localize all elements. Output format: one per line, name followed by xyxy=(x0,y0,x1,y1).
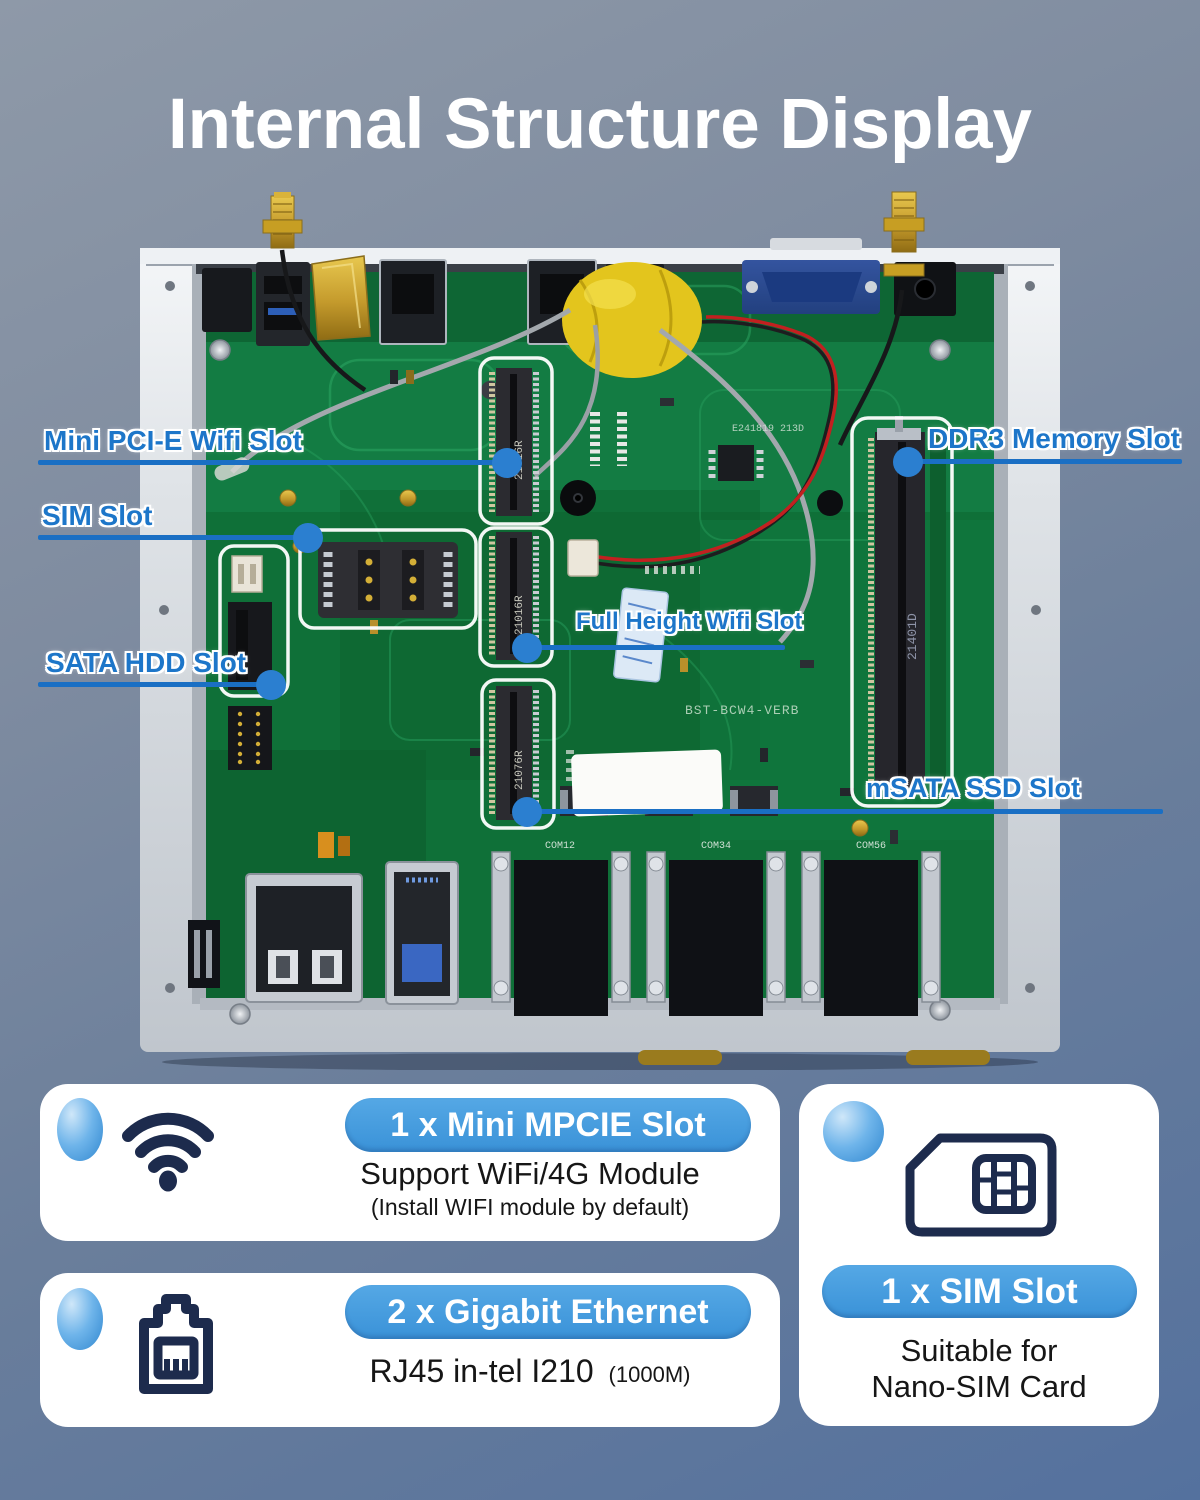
slot-highlight-boxes xyxy=(218,356,954,830)
ethernet-badge: 2 x Gigabit Ethernet xyxy=(345,1285,751,1339)
page-title: Internal Structure Display xyxy=(167,85,1033,164)
motherboard-photo: 21016R 21016R 21076R 21401D xyxy=(140,191,1060,1071)
sata-connector xyxy=(228,555,272,690)
sim-badge: 1 x SIM Slot xyxy=(822,1265,1137,1318)
front-ports: COM12 COM34 COM56 xyxy=(188,841,941,1016)
mpcie-note: (Install WIFI module by default) xyxy=(370,1194,690,1220)
callout-line-mini-pcie xyxy=(38,460,508,465)
callout-label-full-height-wifi: Full Height Wifi Slot xyxy=(576,608,803,635)
sim-icon xyxy=(905,1133,1057,1237)
mpcie-badge: 1 x Mini MPCIE Slot xyxy=(345,1098,751,1152)
callout-line-sata xyxy=(38,682,273,687)
ram-marking: 21401D xyxy=(905,613,920,660)
com34-label: COM34 xyxy=(701,841,731,852)
sim-description-line2: Nano-SIM Card xyxy=(871,1369,1087,1404)
blue-circle-decoration xyxy=(823,1101,884,1162)
case-shadow xyxy=(162,1053,1038,1071)
callout-dot-full-height-wifi xyxy=(512,633,542,663)
callout-label-msata: mSATA SSD Slot xyxy=(866,773,1081,803)
callout-label-sim: SIM Slot xyxy=(42,500,153,531)
callout-label-sata: SATA HDD Slot xyxy=(46,647,247,678)
feature-card-ethernet: 2 x Gigabit Ethernet RJ45 in-tel I210 (1… xyxy=(40,1273,780,1427)
antenna-cables xyxy=(214,249,905,644)
callout-label-ddr3: DDR3 Memory Slot xyxy=(927,423,1180,454)
callout-dot-sim xyxy=(293,523,323,553)
sim-socket xyxy=(318,542,458,618)
cmos-battery xyxy=(562,262,702,378)
mpcie-description: Support WiFi/4G Module xyxy=(360,1156,700,1191)
sim-description-line1: Suitable for xyxy=(900,1333,1058,1368)
callout-line-ddr3 xyxy=(908,459,1182,464)
feature-card-sim: 1 x SIM Slot Suitable for Nano-SIM Card xyxy=(799,1084,1159,1426)
blue-ellipse-decoration xyxy=(57,1098,103,1161)
callout-dot-mini-pcie xyxy=(492,448,522,478)
feature-card-mpcie: 1 x Mini MPCIE Slot Support WiFi/4G Modu… xyxy=(40,1084,780,1241)
ethernet-description-main: RJ45 in-tel I210 xyxy=(369,1353,594,1389)
ethernet-description-speed: (1000M) xyxy=(608,1362,691,1387)
ethernet-description: RJ45 in-tel I210 (1000M) xyxy=(280,1353,780,1390)
com56-label: COM56 xyxy=(856,841,886,852)
callout-line-full-height-wifi xyxy=(527,645,785,650)
com12-label: COM12 xyxy=(545,841,575,852)
mpcie-slots: 21016R 21016R 21076R xyxy=(489,368,539,820)
pcb-code-text: E241819 213D xyxy=(732,424,804,435)
board-model-text: BST-BCW4-VERB xyxy=(685,703,799,718)
callout-dot-msata xyxy=(512,797,542,827)
wifi-icon xyxy=(122,1112,214,1192)
gpio-header xyxy=(228,706,272,770)
callout-dot-sata xyxy=(256,670,286,700)
callout-dot-ddr3 xyxy=(893,447,923,477)
motherboard-photo-wrap: 21016R 21016R 21076R 21401D xyxy=(140,190,1060,1071)
speaker-wires xyxy=(567,315,838,577)
callout-label-mini-pcie: Mini PCI-E Wifi Slot xyxy=(44,425,302,456)
ethernet-icon xyxy=(139,1294,213,1394)
antenna-connectors xyxy=(262,191,925,277)
callout-line-msata xyxy=(527,809,1163,814)
blue-ellipse-decoration xyxy=(57,1288,103,1350)
slot3-marking: 21076R xyxy=(514,750,526,790)
ddr3-slot: 21401D xyxy=(868,416,946,788)
callout-line-sim xyxy=(38,535,310,540)
slot2-marking: 21016R xyxy=(514,595,526,635)
